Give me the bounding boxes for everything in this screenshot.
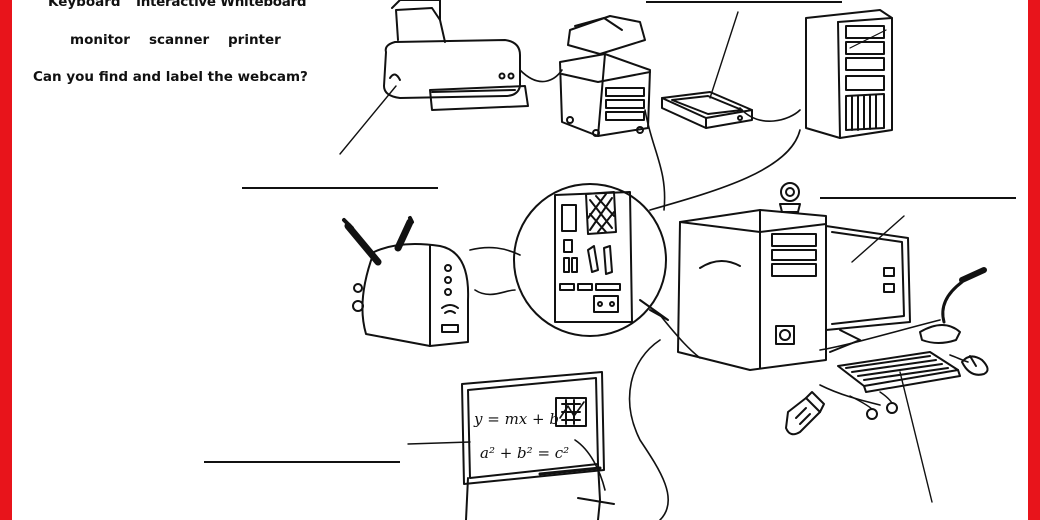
scanner-icon bbox=[662, 12, 752, 128]
answer-line-whiteboard[interactable] bbox=[204, 461, 400, 463]
page-border-left bbox=[0, 0, 12, 520]
page-border-right bbox=[1028, 0, 1040, 520]
whiteboard-equation-1: y = mx + b bbox=[473, 410, 559, 428]
mouse-icon bbox=[962, 356, 988, 375]
word-bank-scanner: scanner bbox=[149, 32, 210, 48]
desktop-computer-icon bbox=[678, 210, 910, 370]
answer-line-top[interactable] bbox=[646, 1, 842, 3]
word-bank-printer: printer bbox=[228, 32, 281, 48]
usb-stick-icon bbox=[786, 392, 824, 434]
microphone-icon bbox=[920, 270, 984, 343]
word-bank-monitor: monitor bbox=[70, 32, 130, 48]
interactive-whiteboard-icon bbox=[408, 372, 614, 520]
word-bank-interactive-whiteboard: Interactive Whiteboard bbox=[136, 0, 307, 10]
copier-icon bbox=[560, 16, 650, 136]
keyboard-icon bbox=[838, 352, 960, 502]
router-icon bbox=[344, 218, 468, 346]
tower-computer-icon bbox=[806, 10, 892, 138]
answer-line-printer[interactable] bbox=[242, 187, 438, 189]
printer-icon bbox=[340, 0, 528, 154]
earphones-icon bbox=[850, 392, 897, 419]
word-bank-keyboard: Keyboard bbox=[48, 0, 121, 10]
webcam-question: Can you find and label the webcam? bbox=[33, 69, 308, 85]
ports-magnifier-icon bbox=[514, 184, 668, 336]
webcam-icon bbox=[780, 183, 800, 212]
answer-line-monitor[interactable] bbox=[820, 197, 1016, 199]
whiteboard-equation-2: a² + b² = c² bbox=[480, 444, 569, 462]
